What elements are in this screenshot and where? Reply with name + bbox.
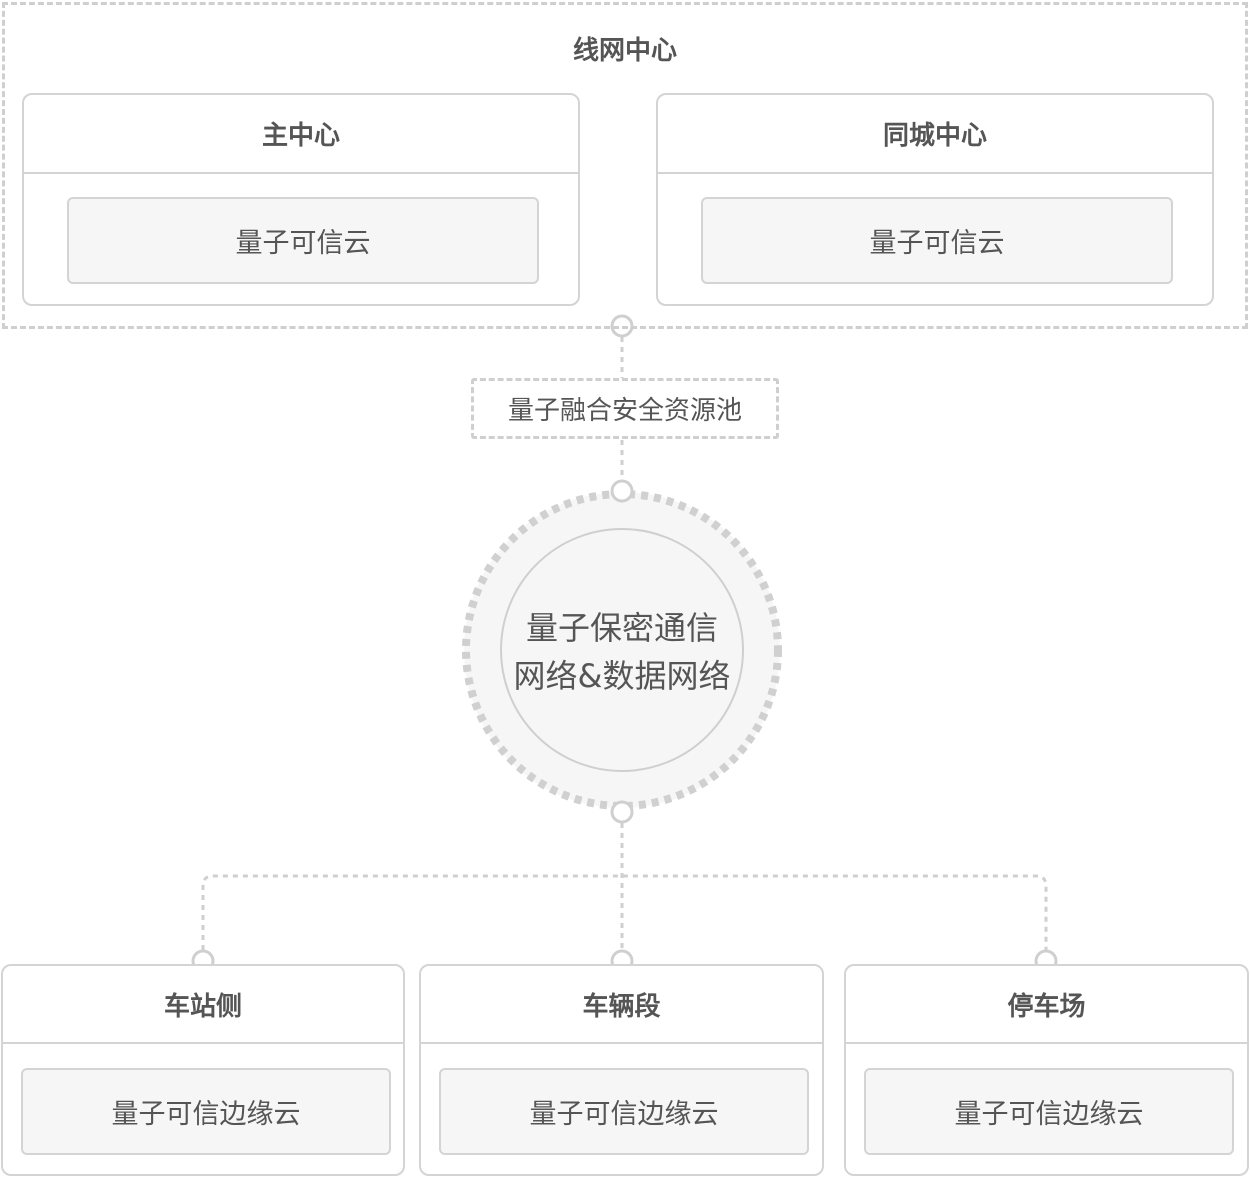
network-center-group	[2, 2, 1248, 329]
parking-lot-card: 停车场 量子可信边缘云	[844, 964, 1249, 1176]
station-side-cloud-box: 量子可信边缘云	[21, 1068, 391, 1155]
same-city-cloud-box: 量子可信云	[701, 197, 1173, 284]
station-side-title: 车站侧	[3, 966, 403, 1044]
station-side-card: 车站侧 量子可信边缘云	[1, 964, 405, 1176]
core-network-line-1: 量子保密通信	[525, 609, 718, 647]
depot-cloud-box: 量子可信边缘云	[439, 1068, 809, 1155]
connector-bottom-branch	[201, 874, 1048, 950]
same-city-center-card: 同城中心 量子可信云	[656, 93, 1214, 306]
core-network-label: 量子保密通信 网络&数据网络	[498, 604, 746, 700]
core-inner-circle	[500, 528, 744, 772]
main-center-card: 主中心 量子可信云	[22, 93, 580, 306]
resource-pool-box: 量子融合安全资源池	[471, 378, 779, 439]
parking-lot-title: 停车场	[846, 966, 1247, 1044]
main-center-cloud-box: 量子可信云	[67, 197, 539, 284]
network-center-title: 线网中心	[572, 36, 677, 66]
depot-title: 车辆段	[421, 966, 822, 1044]
port-core-top	[610, 479, 634, 503]
parking-lot-cloud-box: 量子可信边缘云	[864, 1068, 1234, 1155]
same-city-center-title: 同城中心	[658, 95, 1212, 174]
core-network-line-2: 网络&数据网络	[513, 657, 731, 695]
port-core-bottom	[610, 800, 634, 824]
depot-card: 车辆段 量子可信边缘云	[419, 964, 824, 1176]
main-center-title: 主中心	[24, 95, 578, 174]
